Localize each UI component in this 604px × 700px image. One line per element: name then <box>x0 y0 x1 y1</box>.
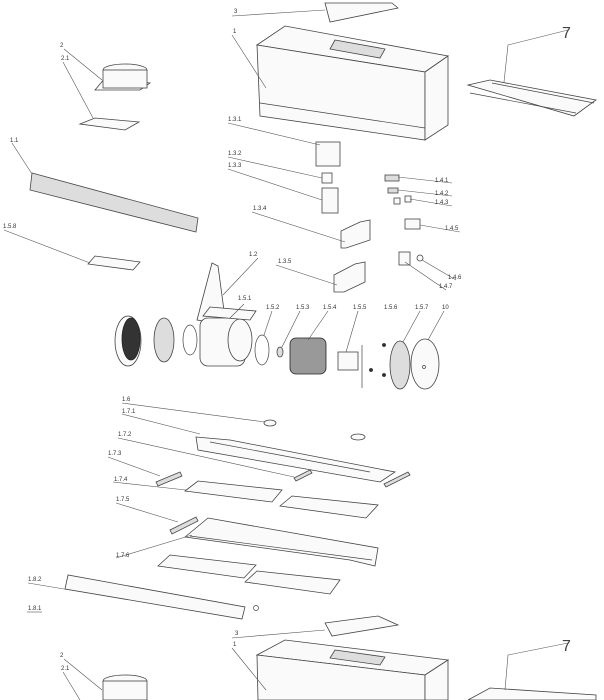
label-1-7-2: 1.7.2 <box>118 432 132 438</box>
part-1-4-1: 1.4.1 <box>384 174 453 184</box>
gasket-2-1: 2.1 <box>61 56 141 131</box>
label-1-1: 1.1 <box>10 138 19 144</box>
part-1-3-5: 1.3.5 <box>275 259 366 293</box>
hood-body-1-repeat: 1 <box>231 639 450 700</box>
label-10: 10 <box>442 305 449 311</box>
label-7-repeat: 7 <box>562 638 571 655</box>
label-1-4-3: 1.4.3 <box>435 200 449 206</box>
label-1-3-1: 1.3.1 <box>228 117 242 123</box>
rail-7-repeat: 7 <box>467 638 597 700</box>
grille-1-1: 1.1 <box>10 138 199 233</box>
hood-body-1: 1 <box>231 25 450 141</box>
label-1-4-1: 1.4.1 <box>435 178 449 184</box>
cover-10: 10 <box>410 305 449 390</box>
label-1-4-2: 1.4.2 <box>435 191 449 197</box>
rail-7: 7 <box>466 25 597 117</box>
nut-1-5-3: 1.5.3 <box>276 305 310 358</box>
label-1: 1 <box>233 29 237 35</box>
label-1-5-2: 1.5.2 <box>266 305 280 311</box>
panel-1-8-2: 1.8.2 <box>27 574 259 620</box>
clip-1-7-3: 1.7.3 <box>107 451 183 487</box>
filters-lower <box>157 554 341 595</box>
label-1-repeat: 1 <box>233 642 237 648</box>
part-1-4-5: 1.4.5 <box>404 218 461 233</box>
duct-collar-2: 2 <box>60 43 152 91</box>
label-2: 2 <box>60 43 64 49</box>
top-plate-3: 3 <box>231 2 399 23</box>
plate-1-5-8: 1.5.8 <box>3 224 141 271</box>
label-1-5-8: 1.5.8 <box>3 224 17 230</box>
label-1-4-7: 1.4.7 <box>439 284 453 290</box>
part-1-3-2: 1.3.2 <box>227 151 333 184</box>
top-plate-3-repeat: 3 <box>231 615 400 639</box>
duct-collar-2-repeat: 2 2.1 <box>60 653 148 700</box>
frame-1-7-6: 1.7.6 <box>115 517 379 567</box>
housing-1-5-1: 1.5.1 <box>199 296 257 367</box>
inlet-1-5-7: 1.5.7 <box>389 305 429 390</box>
part-1-4-7: 1.4.7 <box>398 251 453 291</box>
part-1-3-4: 1.3.4 <box>251 206 371 249</box>
label-1-3-3: 1.3.3 <box>228 163 242 169</box>
filter-disc <box>114 315 142 367</box>
label-3: 3 <box>234 9 238 15</box>
label-2-repeat: 2 <box>60 653 64 659</box>
label-1-6: 1.6 <box>122 397 131 403</box>
label-1-5-4: 1.5.4 <box>323 305 337 311</box>
label-1-7-4: 1.7.4 <box>114 477 128 483</box>
label-1-3-4: 1.3.4 <box>253 206 267 212</box>
part-1-3-1: 1.3.1 <box>227 117 341 167</box>
label-1-2: 1.2 <box>249 252 258 258</box>
filter-1-7-4: 1.7.4 <box>112 477 379 519</box>
label-3-repeat: 3 <box>235 631 239 637</box>
label-2-1: 2.1 <box>61 56 70 62</box>
label-1-5-7: 1.5.7 <box>415 305 429 311</box>
impeller-1-5-4: 1.5.4 <box>289 305 337 375</box>
label-1-7-6: 1.7.6 <box>116 553 130 559</box>
frame-1-7-1: 1.7.1 <box>121 409 397 483</box>
part-1-4-6: 1.4.6 <box>416 254 462 281</box>
label-1-7-3: 1.7.3 <box>108 451 122 457</box>
label-1-5-1: 1.5.1 <box>238 296 252 302</box>
label-1-8-1: 1.8.1 <box>28 606 42 612</box>
part-1-4-2: 1.4.2 <box>387 187 453 197</box>
motor-1-5-5: 1.5.5 <box>337 305 367 388</box>
label-1-4-5: 1.4.5 <box>445 226 459 232</box>
part-1-3-3: 1.3.3 <box>227 163 339 214</box>
clip-1-7-2: 1.7.2 <box>117 432 411 488</box>
screws-1-5-6: 1.5.6 <box>369 305 398 377</box>
label-1-7-5: 1.7.5 <box>116 497 130 503</box>
label-group-1-8-1: 1.8.1 <box>27 606 42 613</box>
label-1-3-2: 1.3.2 <box>228 151 242 157</box>
label-7: 7 <box>562 25 571 42</box>
label-1-5-5: 1.5.5 <box>353 305 367 311</box>
part-1-4-3: 1.4.3 <box>393 195 453 207</box>
inlet-ring <box>153 317 198 363</box>
label-1-8-2: 1.8.2 <box>28 577 42 583</box>
label-1-3-5: 1.3.5 <box>278 259 292 265</box>
label-1-5-3: 1.5.3 <box>296 305 310 311</box>
knob-1-6: 1.6 <box>121 397 277 427</box>
clip-1-7-5: 1.7.5 <box>115 497 199 535</box>
label-1-5-6: 1.5.6 <box>384 305 398 311</box>
label-2-1-repeat: 2.1 <box>61 666 70 672</box>
label-1-7-1: 1.7.1 <box>122 409 136 415</box>
label-1-4-6: 1.4.6 <box>448 275 462 281</box>
ring-1-5-2: 1.5.2 <box>254 305 280 366</box>
